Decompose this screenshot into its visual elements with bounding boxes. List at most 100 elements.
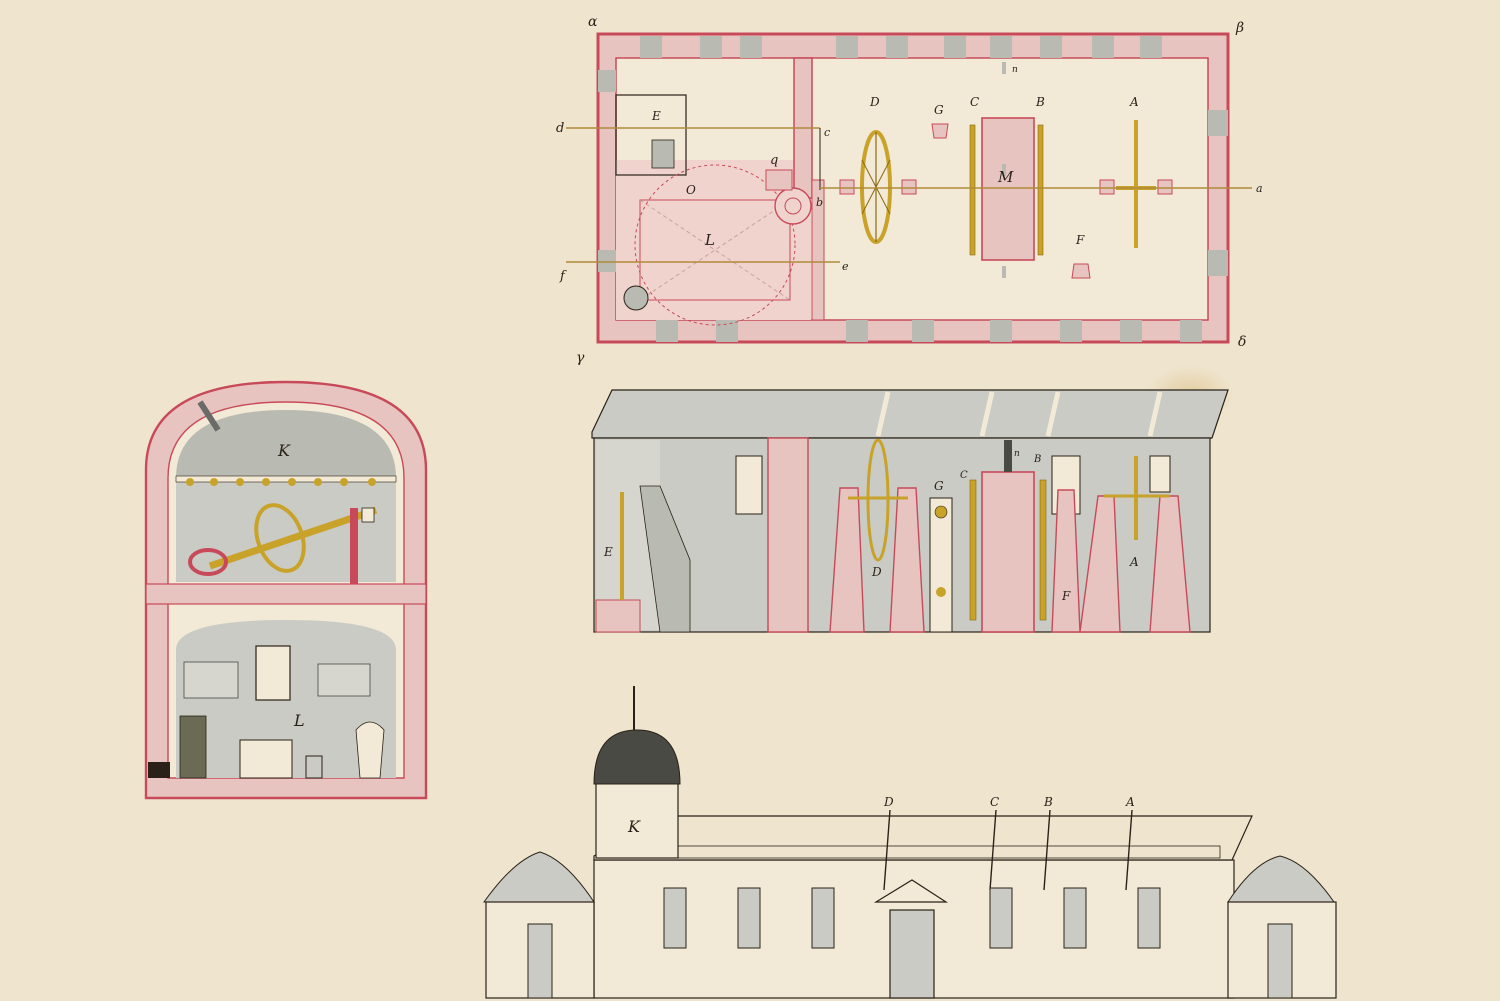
elev-labels: K D C B A (627, 795, 1135, 836)
plan-label-f: F (1075, 233, 1085, 247)
plan-column (623, 285, 649, 311)
plan-label-d: D (869, 95, 880, 109)
cross-wheel (254, 503, 306, 573)
long-label-e: E (603, 545, 613, 559)
plan-corner-bl: γ (576, 350, 585, 366)
long-label-b: B (1033, 454, 1041, 465)
elev-windows (663, 887, 1161, 949)
cross-label-l: L (293, 711, 305, 730)
long-label-d: D (871, 565, 882, 579)
elev-door (889, 909, 935, 999)
long-piers (829, 487, 1191, 633)
long-stair (639, 485, 691, 633)
plan-corner-br: δ (1238, 334, 1246, 350)
plan-line-b: b (816, 196, 823, 209)
long-labels: E D G C B n F A (603, 449, 1139, 603)
long-label-g: G (934, 479, 944, 493)
longitudinal-section (591, 389, 1229, 633)
plan-label-o: O (686, 183, 696, 197)
plan-rail-c (969, 124, 976, 256)
elev-right-pavilion-roof (1227, 855, 1335, 903)
long-clock-g (929, 497, 953, 633)
cross-label-k: K (277, 441, 291, 460)
elev-roof-slits (883, 809, 1133, 891)
plan-label-e: E (651, 109, 661, 123)
plan-pier-d-right (901, 179, 917, 195)
elev-label-b: B (1043, 795, 1053, 809)
elev-label-a: A (1125, 795, 1135, 809)
plan-piers-bottom (656, 320, 1202, 342)
plan-line-e: e (842, 260, 849, 273)
plan-label-q: q (770, 153, 778, 168)
floor-plan (566, 32, 1252, 344)
plan-room-m (981, 117, 1035, 261)
plan-spiral-stair (774, 187, 812, 225)
plan-label-a: A (1129, 95, 1139, 109)
plan-line-n: n (1012, 65, 1018, 75)
plan-stair-steps (765, 169, 793, 191)
cross-window (255, 645, 291, 701)
cross-globe-stand (355, 721, 385, 779)
long-window-2 (1051, 455, 1081, 515)
plan-piers-top (640, 36, 1162, 58)
elev-left-pavilion-roof (483, 851, 595, 903)
plan-room-l (639, 199, 791, 301)
cross-beam-ends (186, 478, 376, 486)
long-room-m (981, 471, 1035, 633)
cross-dome (176, 410, 396, 478)
long-roof-ribs (875, 391, 1163, 437)
elev-tower-dome (593, 729, 681, 785)
plan-label-c: C (970, 95, 979, 109)
plan-line-f: f (559, 269, 567, 284)
cross-wall-maps (183, 661, 239, 699)
cross-stove (179, 715, 207, 779)
long-pillar (767, 437, 809, 633)
cross-floor (145, 583, 427, 605)
plan-label-b: B (1035, 95, 1045, 109)
plan-room-e (615, 94, 687, 176)
long-window-1 (735, 455, 763, 515)
cross-chair (305, 755, 323, 779)
plan-line-a: a (1256, 182, 1263, 195)
elev-pediment (873, 879, 949, 903)
elev-label-c: C (990, 795, 999, 809)
plan-line-c: c (824, 126, 830, 139)
long-wheel-d (866, 438, 890, 562)
long-base-e (595, 599, 641, 633)
long-label-n: n (1014, 449, 1020, 459)
cross-section (144, 380, 428, 800)
long-window-3 (1149, 455, 1171, 493)
plan-stair-e (651, 139, 675, 169)
long-label-f: F (1061, 589, 1071, 603)
plan-corner-tl: α (588, 14, 598, 30)
plan-partition-lower (811, 179, 825, 321)
plan-label-m: M (997, 168, 1014, 186)
cross-labels: K L (277, 441, 305, 730)
plan-pier-a-right (1157, 179, 1173, 195)
plan-pier-g (931, 123, 949, 139)
long-rail-b (1039, 479, 1047, 621)
plan-line-d: d (556, 121, 564, 136)
elevation (483, 686, 1337, 999)
plan-corner-tr: β (1235, 20, 1244, 36)
cross-upper-room (176, 478, 396, 582)
plan-dome-outline (634, 164, 796, 326)
cross-table (239, 739, 293, 779)
plan-label-g: G (934, 103, 944, 117)
plan-pier-f (1071, 263, 1091, 279)
elev-frieze (675, 845, 1221, 859)
long-label-c: C (960, 470, 968, 481)
elev-label-k: K (627, 817, 641, 836)
plan-pier-d-left (839, 179, 855, 195)
plan-pier-a-left (1099, 179, 1115, 195)
plan-label-l: L (704, 231, 715, 249)
elev-label-d: D (883, 795, 894, 809)
plan-piers-sides (598, 70, 1228, 276)
long-label-a: A (1129, 555, 1139, 569)
cross-telescope (208, 506, 378, 570)
plan-labels: α β γ δ L M E O q A B C D F G a b c d e … (556, 14, 1263, 366)
long-rail-c (969, 479, 977, 621)
long-roof (591, 389, 1229, 439)
plan-rail-b (1037, 124, 1044, 256)
